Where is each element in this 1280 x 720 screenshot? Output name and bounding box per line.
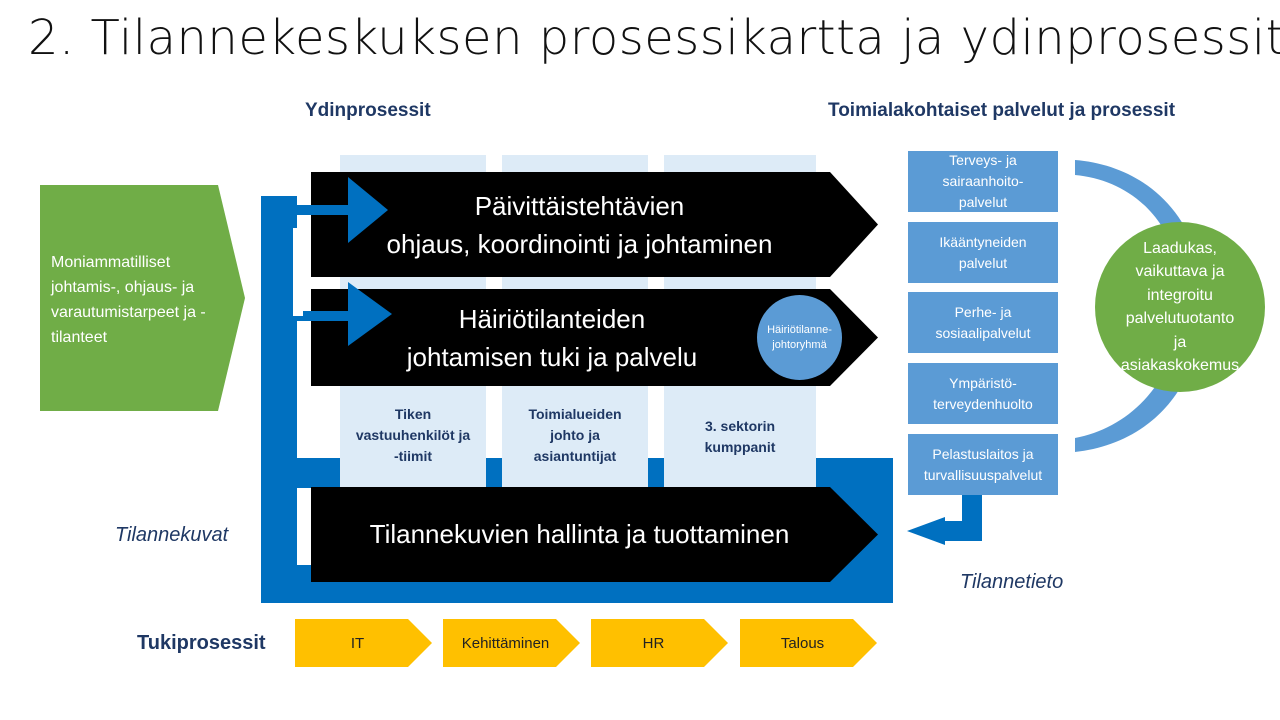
feedback-loop-top-segment-2 xyxy=(486,458,502,488)
support-process-it-label: IT xyxy=(350,634,365,652)
column-label-tike: Tiken vastuuhenkilöt ja -tiimit xyxy=(355,406,471,464)
inner-connector-bar xyxy=(293,228,303,316)
service-elderly: Ikääntyneiden palvelut xyxy=(908,222,1058,283)
situation-info-arrow-neck xyxy=(935,521,947,541)
input-needs-arrow xyxy=(40,185,245,411)
support-process-hr-label: HR xyxy=(642,634,665,652)
service-environmental-health: Ympäristö- terveydenhuolto xyxy=(908,363,1058,424)
support-processes-header: Tukiprosessit xyxy=(137,632,266,654)
feedback-arrow-middle xyxy=(293,282,392,346)
outcome-circle: Laadukas, vaikuttava ja integroitu palve… xyxy=(1095,222,1265,392)
input-needs-label: Moniammatilliset johtamis-, ohjaus- ja v… xyxy=(51,254,206,346)
situation-info-label: Tilannetieto xyxy=(960,571,1064,593)
process-chevron-daily: Päivittäistehtävien ohjaus, koordinointi… xyxy=(311,172,878,277)
process-chevron-situation-pictures: Tilannekuvien hallinta ja tuottaminen xyxy=(311,487,878,582)
process-daily-label: Päivittäistehtävien ohjaus, koordinointi… xyxy=(386,190,773,259)
core-processes-header: Ydinprosessit xyxy=(305,100,431,121)
page-title: 2. Tilannekeskuksen prosessikartta ja yd… xyxy=(28,10,1280,66)
support-process-finance-label: Talous xyxy=(780,634,825,652)
situation-info-return-arrow xyxy=(945,495,982,541)
support-process-development-label: Kehittäminen xyxy=(461,634,550,652)
feedback-arrow-top xyxy=(293,177,388,243)
sector-services-header: Toimialakohtaiset palvelut ja prosessit xyxy=(828,100,1176,121)
column-label-toimialueet: Toimialueiden johto ja asiantuntijat xyxy=(528,406,622,464)
disturbance-group-circle: Häiriötilanne- johtoryhmä xyxy=(757,295,842,380)
support-process-finance: Talous xyxy=(740,619,877,667)
support-process-hr: HR xyxy=(591,619,728,667)
support-process-it: IT xyxy=(295,619,432,667)
situation-pictures-label: Tilannekuvat xyxy=(115,524,229,546)
feedback-loop-top-segment-1 xyxy=(297,458,340,488)
service-family-social: Perhe- ja sosiaalipalvelut xyxy=(908,292,1058,353)
feedback-loop-left-bar xyxy=(261,196,297,603)
process-disturbance-label: Häiriötilanteiden johtamisen tuki ja pal… xyxy=(406,303,698,372)
column-label-third-sector: 3. sektorin kumppanit xyxy=(704,418,776,455)
feedback-loop-top-segment-3 xyxy=(648,458,664,488)
process-situation-pictures-label: Tilannekuvien hallinta ja tuottaminen xyxy=(369,519,790,549)
support-process-development: Kehittäminen xyxy=(443,619,580,667)
service-rescue-safety: Pelastuslaitos ja turvallisuuspalvelut xyxy=(908,434,1058,495)
service-health-care: Terveys- ja sairaanhoito- palvelut xyxy=(908,151,1058,212)
